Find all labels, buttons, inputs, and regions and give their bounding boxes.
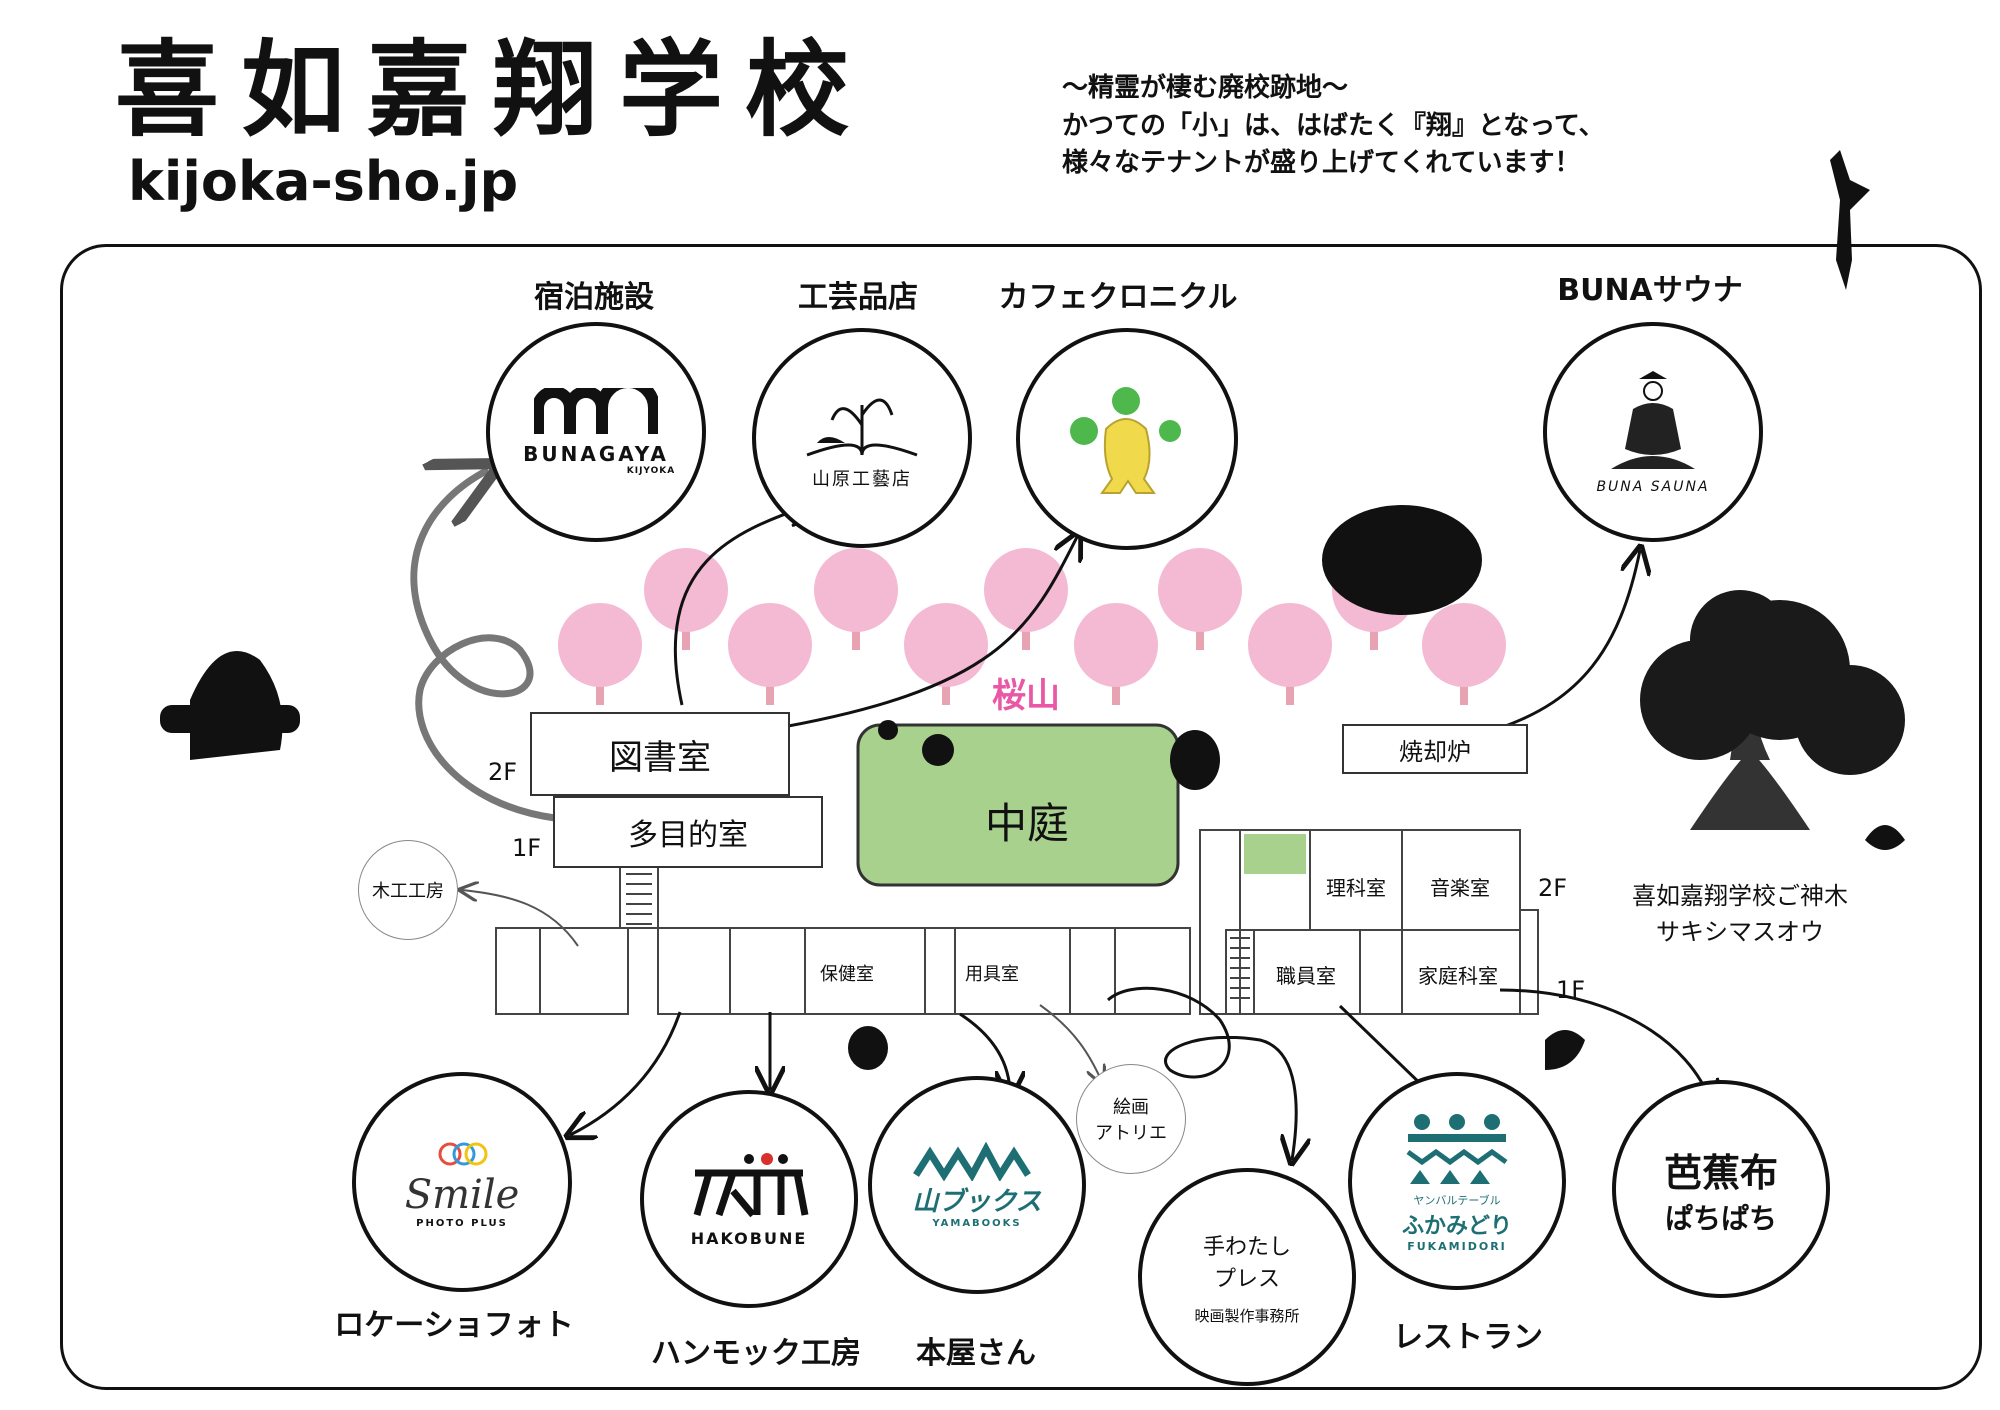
sacred-tree-caption: 喜如嘉翔学校ご神木 サキシマスオウ — [1632, 878, 1848, 950]
place-art-atelier[interactable]: 絵画 アトリエ — [1076, 1064, 1186, 1174]
tewatashi-sub: 映画製作事務所 — [1194, 1306, 1300, 1325]
floor-label-1f-right: 1F — [1556, 976, 1586, 1004]
sakura-tree-icon — [1074, 603, 1158, 705]
map-frame — [60, 244, 1982, 1390]
sakura-tree-icon — [728, 603, 812, 705]
label-sauna: BUNAサウナ — [1557, 273, 1743, 308]
guitar-spirit-icon — [1170, 730, 1220, 790]
frog-spirit-icon — [1322, 505, 1482, 615]
room-science[interactable]: 理科室 — [1326, 876, 1386, 900]
yamabooks-name: 山ブックス — [912, 1187, 1042, 1217]
spirit-dancer-icon — [1830, 150, 1870, 290]
tenant-tewatashi-press[interactable]: 手わたし プレス 映画製作事務所 — [1138, 1168, 1356, 1386]
bunasauna-name: BUNA SAUNA — [1596, 479, 1710, 495]
sakurayama-label: 桜山 — [992, 676, 1060, 716]
woodshop-label: 木工工房 — [372, 881, 444, 902]
sacred-tree-icon — [1640, 590, 1905, 830]
fukamidori-name: ふかみどり — [1401, 1213, 1512, 1239]
crow-icon — [848, 1026, 888, 1070]
tenant-bashofu[interactable]: 芭蕉布 ぱちぱち — [1612, 1080, 1830, 1298]
bunagaya-name: BUNAGAYA — [523, 442, 669, 466]
tagline-line-2: かつての「小」は、はばたく『翔』となって、 — [1062, 110, 1605, 141]
tenant-buna-sauna[interactable]: BUNA SAUNA — [1543, 322, 1763, 542]
sakura-tree-icon — [1248, 603, 1332, 705]
thin-arrows — [462, 890, 1102, 1082]
place-woodshop[interactable]: 木工工房 — [358, 840, 458, 940]
hakobune-logo-icon — [693, 1152, 809, 1217]
yamabooks-sub: YAMABOOKS — [932, 1218, 1022, 1229]
gray-loop-arrow — [410, 470, 556, 822]
room-music[interactable]: 音楽室 — [1430, 876, 1490, 900]
label-hammock-workshop: ハンモック工房 — [651, 1336, 861, 1371]
meditating-monk-icon — [1611, 371, 1695, 469]
tenant-yama-books[interactable]: 山ブックス YAMABOOKS — [868, 1076, 1086, 1294]
frog-juggler-icon — [1070, 387, 1181, 494]
label-bookstore: 本屋さん — [916, 1336, 1036, 1371]
bashofu-line-1: 芭蕉布 — [1663, 1150, 1778, 1195]
sakura-tree-icon — [984, 548, 1068, 650]
tewatashi-line-2: プレス — [1213, 1266, 1280, 1292]
tagline-line-3: 様々なテナントが盛り上げてくれています！ — [1062, 148, 1581, 179]
label-lodging: 宿泊施設 — [534, 280, 654, 315]
tenant-bunagaya[interactable]: BUNAGAYA KIJYOKA — [486, 322, 706, 542]
sakura-tree-icon — [644, 548, 728, 650]
smile-sub: PHOTO PLUS — [416, 1217, 508, 1229]
label-cafe: カフェクロニクル — [998, 280, 1238, 315]
sakura-tree-icon — [904, 603, 988, 705]
room-staff[interactable]: 職員室 — [1276, 964, 1336, 988]
sakura-tree-icon — [814, 548, 898, 650]
science-garden — [1244, 834, 1306, 874]
fukamidori-logo-icon — [1406, 1113, 1508, 1184]
bunagaya-logo-icon — [534, 388, 658, 434]
courtyard-label: 中庭 — [985, 799, 1070, 848]
label-craft-shop: 工芸品店 — [798, 280, 918, 315]
floor-label-2f-right: 2F — [1538, 874, 1568, 902]
yamahara-name: 山原工藝店 — [812, 469, 912, 490]
room-multipurpose[interactable]: 多目的室 — [553, 796, 823, 868]
tenant-smile-photo[interactable]: Smile PHOTO PLUS — [352, 1072, 572, 1292]
tenant-yamahara-craft[interactable]: 山原工藝店 — [752, 328, 972, 548]
open-book-plant-icon — [806, 398, 918, 457]
room-incinerator[interactable]: 焼却炉 — [1342, 724, 1528, 774]
smile-name: Smile — [404, 1171, 520, 1218]
tewatashi-line-1: 手わたし — [1202, 1234, 1291, 1260]
school-title: 喜如嘉翔学校 — [115, 29, 872, 151]
tenant-hakobune[interactable]: HAKOBUNE — [640, 1090, 858, 1308]
atelier-line-2: アトリエ — [1095, 1123, 1167, 1144]
room-infirmary[interactable]: 保健室 — [820, 964, 874, 985]
sacred-tree-line-1: 喜如嘉翔学校ご神木 — [1632, 882, 1848, 910]
bashofu-line-2: ぱちぱち — [1664, 1201, 1777, 1235]
website-url[interactable]: kijoka-sho.jp — [128, 150, 519, 213]
floor-label-2f-left: 2F — [488, 758, 518, 786]
mountain-waves-icon — [913, 1141, 1031, 1181]
fukamidori-sub: FUKAMIDORI — [1407, 1239, 1507, 1253]
tenant-cafe-chronicle[interactable] — [1016, 328, 1238, 550]
sakura-tree-icon — [1422, 603, 1506, 705]
tagline: ～精霊が棲む廃校跡地～ かつての「小」は、はばたく『翔』となって、 様々なテナン… — [1062, 70, 1605, 183]
room-library[interactable]: 図書室 — [530, 712, 790, 796]
room-equipment[interactable]: 用具室 — [965, 964, 1019, 985]
sacred-tree-line-2: サキシマスオウ — [1656, 918, 1824, 946]
hakobune-name: HAKOBUNE — [690, 1228, 808, 1248]
label-location-photo: ロケーショフォト — [334, 1308, 574, 1343]
tenant-fukamidori[interactable]: ヤンバルテーブル ふかみどり FUKAMIDORI — [1348, 1072, 1566, 1290]
floor-label-1f-left: 1F — [512, 834, 542, 862]
label-restaurant: レストラン — [1393, 1320, 1543, 1355]
fukamidori-top: ヤンバルテーブル — [1413, 1193, 1501, 1207]
log-icon — [160, 705, 300, 733]
school-building-outline — [495, 829, 1539, 1015]
sakura-tree-icon — [1158, 548, 1242, 650]
camera-rings-icon — [438, 1142, 488, 1165]
sakura-tree-icon — [558, 603, 642, 705]
room-home-ec[interactable]: 家庭科室 — [1418, 964, 1498, 988]
leaf-spirit-icon — [1865, 825, 1905, 850]
atelier-line-1: 絵画 — [1113, 1097, 1149, 1118]
tagline-line-1: ～精霊が棲む廃校跡地～ — [1062, 73, 1349, 103]
feather-icon — [1545, 1030, 1585, 1070]
decorations — [160, 150, 1905, 1070]
bunagaya-sub: KIJYOKA — [626, 466, 676, 476]
